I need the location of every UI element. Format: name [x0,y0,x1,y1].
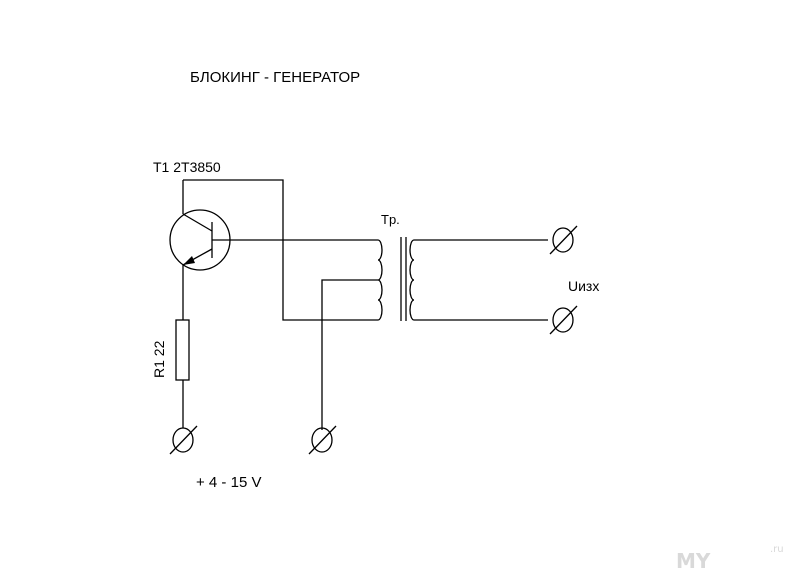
transistor-collector [182,213,213,232]
resistor-label: R1 22 [151,340,167,378]
transformer-secondary-winding [409,239,415,321]
output-terminal-top [549,225,578,255]
supply-terminal-right [308,425,337,455]
transistor-label: T1 2T3850 [153,159,221,175]
diagram-title: БЛОКИНГ - ГЕНЕРАТОР [190,69,360,86]
supply-terminal-left [169,425,198,455]
transistor-t1 [169,180,231,271]
output-terminal-bottom [549,305,578,335]
wire-tap-to-supply [321,279,378,430]
transformer-label: Tp. [381,212,400,227]
resistor-r1 [175,319,190,381]
emitter-arrow [183,256,195,265]
supply-voltage-label: + 4 - 15 V [196,474,261,491]
output-voltage-label: Uизх [568,278,599,294]
watermark-logo: MY [676,549,711,573]
watermark-suffix: .ru [770,544,784,555]
wire-collector-to-transformer [183,179,378,321]
transformer-primary-winding [377,239,383,321]
